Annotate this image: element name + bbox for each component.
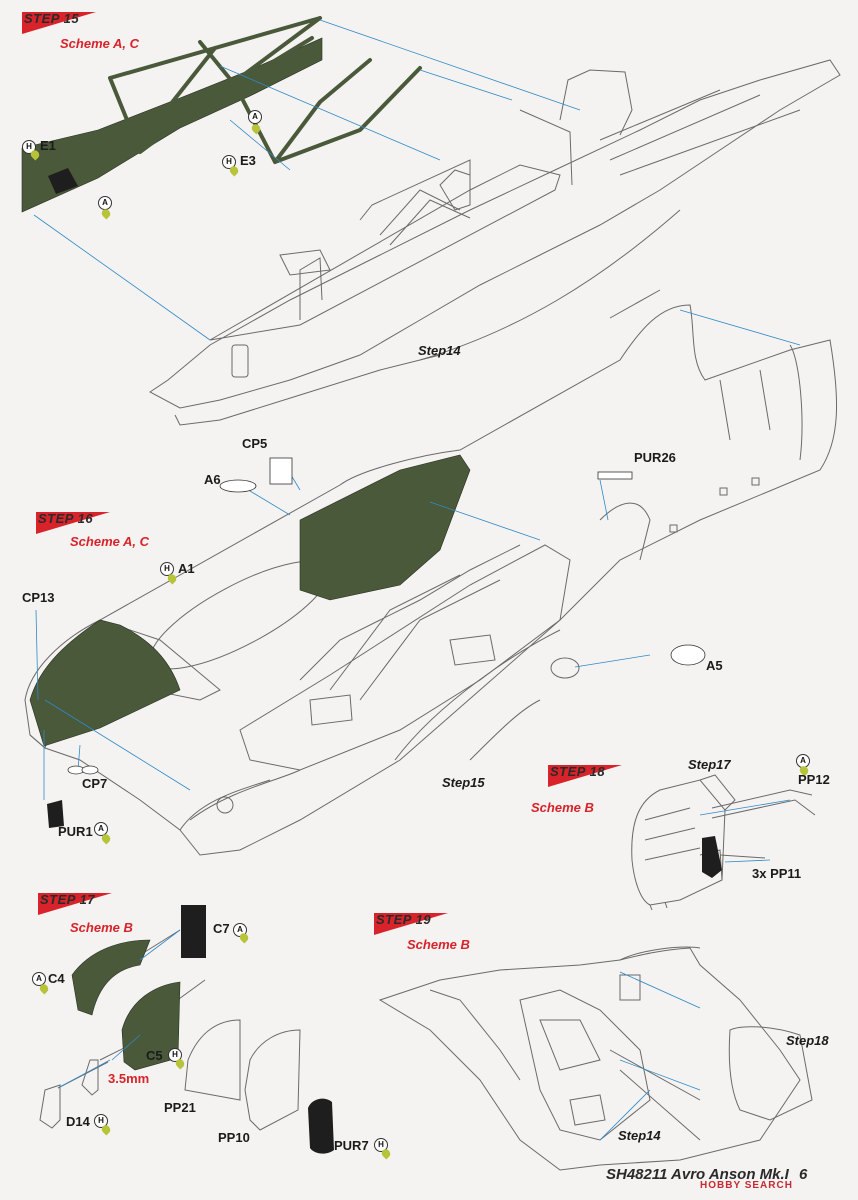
- c7-dark-part: [181, 905, 206, 958]
- a5-window-part: [670, 644, 706, 666]
- step18-banner: STEP 18: [548, 764, 622, 787]
- step19-cockpit-drawing: [378, 946, 813, 1171]
- badge-a-icon: A: [248, 110, 262, 124]
- step19-scheme: Scheme B: [407, 937, 470, 952]
- part-label-pp10: PP10: [218, 1130, 250, 1145]
- step16-number: 16: [77, 511, 94, 526]
- part-label-a1: A1: [178, 561, 195, 576]
- ref-step18: Step18: [786, 1033, 829, 1048]
- part-label-d14: D14: [66, 1114, 90, 1129]
- step18-number: 18: [589, 764, 606, 779]
- cp5-window-part: [269, 457, 293, 485]
- step17-banner: STEP 17: [38, 892, 112, 915]
- step17-scheme: Scheme B: [70, 920, 133, 935]
- badge-a-icon: A: [32, 972, 46, 986]
- watermark: HOBBY SEARCH: [700, 1180, 793, 1191]
- part-label-e3: E3: [240, 153, 256, 168]
- part-label-a6: A6: [204, 472, 221, 487]
- step15-scheme: Scheme A, C: [60, 36, 139, 51]
- step18-scheme: Scheme B: [531, 800, 594, 815]
- part-label-cp13: CP13: [22, 590, 55, 605]
- part-label-c4: C4: [48, 971, 65, 986]
- ref-step17: Step17: [688, 757, 731, 772]
- ref-step15: Step15: [442, 775, 485, 790]
- step16-banner: STEP 16: [36, 511, 110, 534]
- step16-olive-panel: [29, 619, 181, 747]
- part-label-pur26: PUR26: [634, 450, 676, 465]
- part-label-pp21: PP21: [164, 1100, 196, 1115]
- a6-window-part: [219, 479, 257, 493]
- part-label-a5: A5: [706, 658, 723, 673]
- part-label-pp12: PP12: [798, 772, 830, 787]
- page-footer: SH48211 Avro Anson Mk.I 6: [606, 1166, 807, 1183]
- e1-cockpit-side: [21, 37, 323, 213]
- step16-word: STEP: [38, 511, 74, 526]
- part-label-c5: C5: [146, 1048, 163, 1063]
- step16-scheme: Scheme A, C: [70, 534, 149, 549]
- part-label-c7: C7: [213, 921, 230, 936]
- part-label-pp11: 3x PP11: [752, 866, 802, 881]
- pur26-part: [597, 471, 633, 480]
- pur1-dark-part: [47, 800, 64, 828]
- c5-cowl-olive: [121, 981, 181, 1071]
- pur7-dark-part: [308, 1098, 334, 1154]
- part-label-cp7: CP7: [82, 776, 108, 791]
- cp7-lens-part: [67, 765, 99, 775]
- step17-word: STEP: [40, 892, 76, 907]
- ref-step14-bottom: Step14: [618, 1128, 661, 1143]
- e1-dark-box: [48, 168, 78, 194]
- e3-canopy-frame: [108, 16, 422, 164]
- step19-word: STEP: [376, 912, 412, 927]
- step16-olive-topside: [299, 454, 471, 601]
- step18-dark-console: [702, 836, 722, 878]
- step15-word: STEP: [24, 11, 60, 26]
- ref-step14-top: Step14: [418, 343, 461, 358]
- part-label-cp5: CP5: [242, 436, 268, 451]
- page-number: 6: [799, 1166, 808, 1183]
- part-label-e1: E1: [40, 138, 56, 153]
- step15-number: 15: [63, 11, 80, 26]
- step18-panel-drawing: [631, 774, 816, 911]
- step15-fuselage-drawing: [149, 59, 841, 426]
- step18-word: STEP: [550, 764, 586, 779]
- badge-a-icon: A: [796, 754, 810, 768]
- step19-number: 19: [415, 912, 432, 927]
- c4-cowl-olive: [71, 939, 151, 1016]
- dimension-label: 3.5mm: [108, 1071, 150, 1086]
- step19-banner: STEP 19: [374, 912, 448, 935]
- leader-lines: [33, 19, 801, 1141]
- footer-title: SH48211 Avro Anson Mk.I: [606, 1166, 789, 1183]
- part-label-pur7: PUR7: [334, 1138, 369, 1153]
- step17-parts-drawing: [39, 929, 301, 1131]
- step17-number: 17: [79, 892, 96, 907]
- step15-banner: STEP 15: [22, 11, 96, 34]
- part-label-pur1: PUR1: [58, 824, 93, 839]
